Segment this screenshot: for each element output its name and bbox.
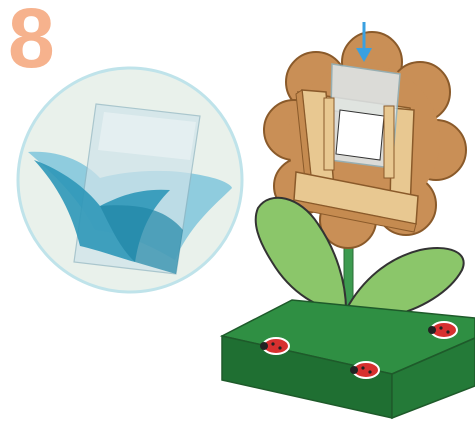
detail-circle (18, 68, 242, 292)
base (222, 300, 475, 418)
